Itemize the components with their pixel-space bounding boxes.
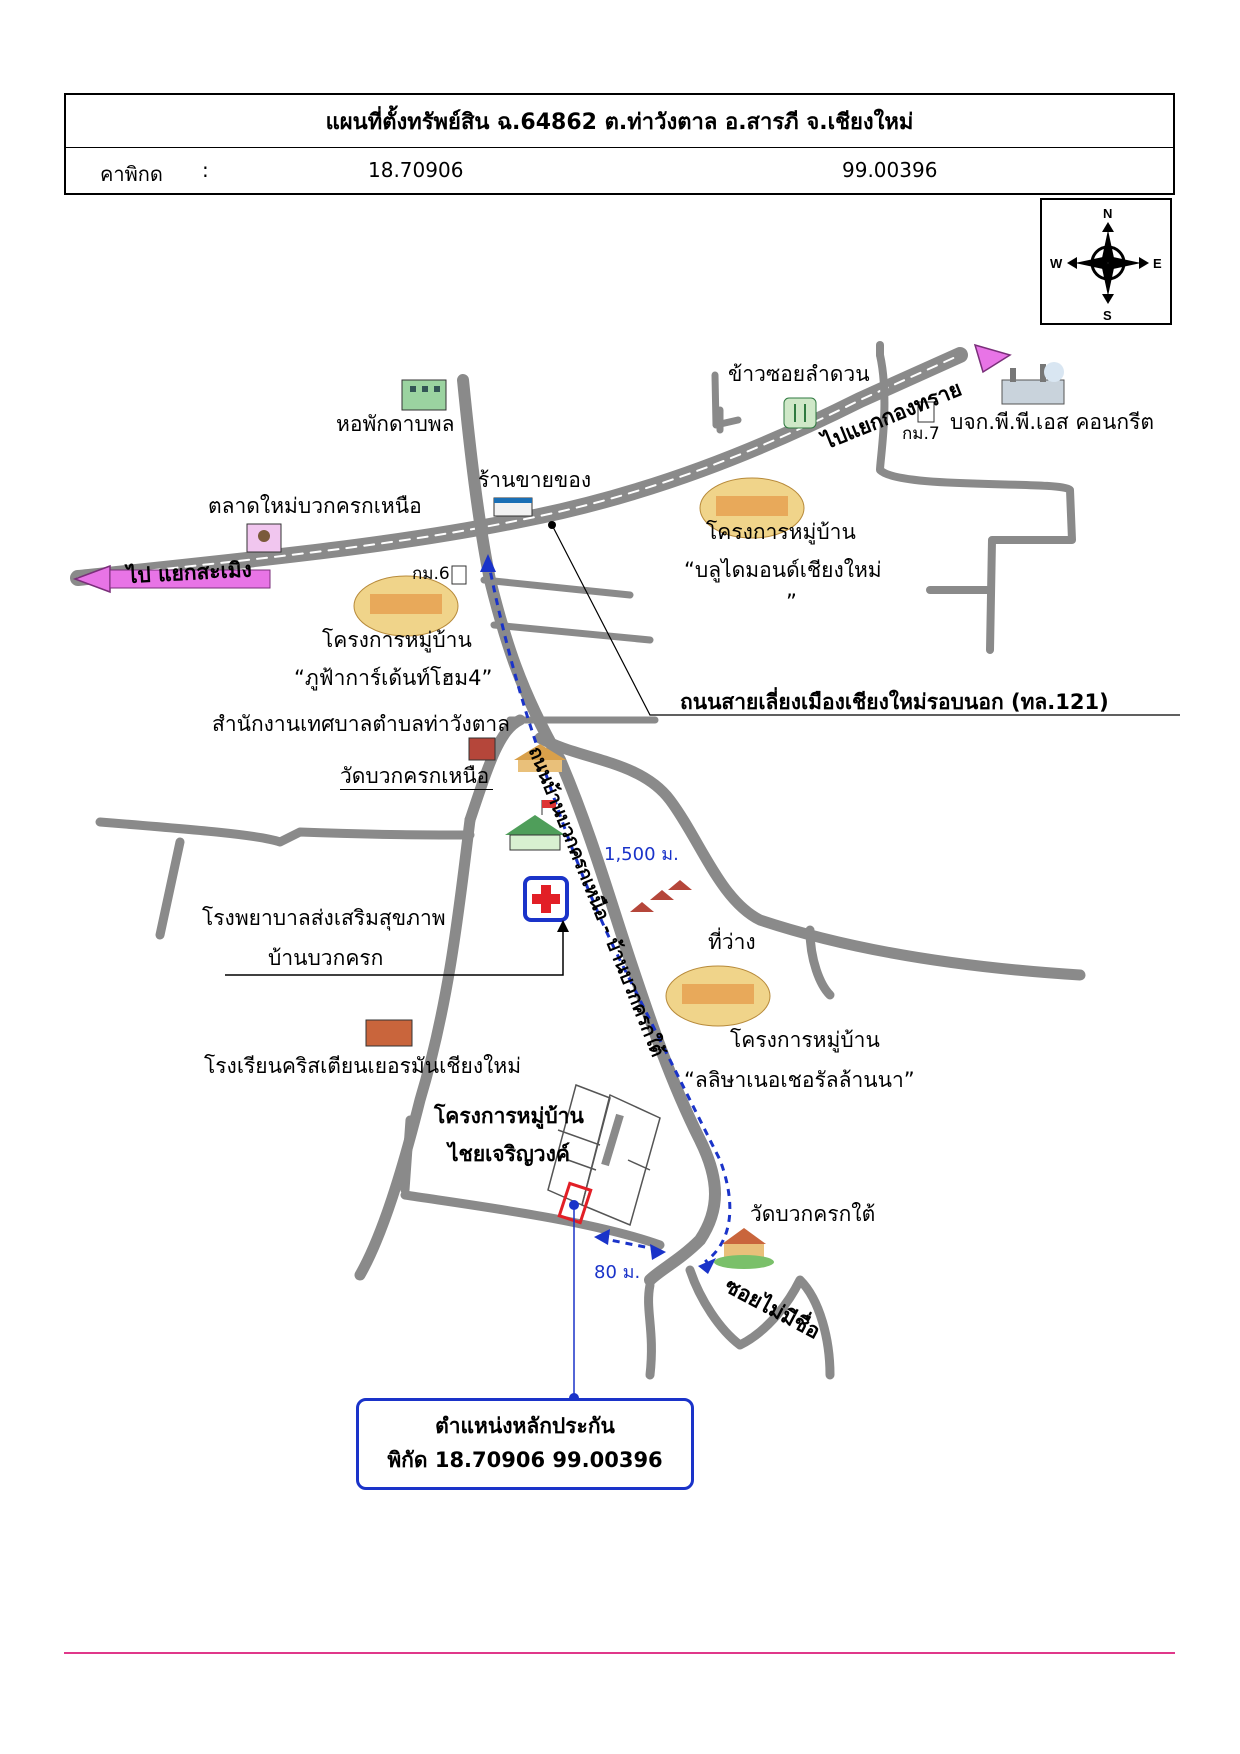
- wat-north-icon: [514, 744, 566, 772]
- vacant-land-label: ที่ว่าง: [708, 930, 756, 954]
- wat-south-label: วัดบวกครกใต้: [750, 1202, 876, 1226]
- municipality-label: สำนักงานเทศบาลตำบลท่าวังตาล: [212, 712, 511, 736]
- wat-south-icon: [714, 1228, 774, 1269]
- village-lalisa-icon: [665, 965, 771, 1027]
- shop-icon: [493, 497, 533, 517]
- compass-e: E: [1153, 256, 1162, 271]
- collateral-marker: [557, 1181, 593, 1225]
- collateral-callout: ตำแหน่งหลักประกัน พิกัด 18.70906 99.0039…: [356, 1398, 694, 1490]
- factory-icon: [1001, 362, 1065, 405]
- village-phufa-line1: โครงการหมู่บ้าน: [322, 628, 472, 652]
- thai-school-icon: [505, 800, 565, 851]
- km6-marker-icon: [451, 565, 467, 585]
- village-blue-line2: “บลูไดมอนด์เชียงใหม่: [684, 558, 882, 582]
- hospital-icon: [523, 876, 569, 922]
- distance-branch-label: 80 ม.: [594, 1262, 641, 1283]
- ring-road-label: ถนนสายเลี่ยงเมืองเชียงใหม่รอบนอก (ทล.121…: [680, 690, 1109, 714]
- distance-main-label: 1,500 ม.: [604, 844, 679, 865]
- route-dashed-line: [486, 559, 732, 1264]
- compass-w: W: [1050, 256, 1063, 271]
- market-icon: [246, 523, 282, 553]
- km6-label: กม.6: [412, 564, 450, 584]
- restaurant-icon: [783, 397, 817, 429]
- callout-coordinates: พิกัด 18.70906 99.00396: [387, 1448, 663, 1472]
- houses-icon: [630, 880, 692, 912]
- compass-s: S: [1103, 308, 1112, 323]
- wat-north-label: วัดบวกครกเหนือ: [340, 764, 494, 791]
- village-chai-line2: ไชยเจริญวงค์: [448, 1142, 570, 1166]
- dormitory-label: หอพักดาบพล: [336, 412, 455, 436]
- arrow-to-sa-moeng-icon: [72, 564, 271, 594]
- christian-school-label: โรงเรียนคริสเตียนเยอรมันเชียงใหม่: [204, 1054, 522, 1078]
- callout-title: ตำแหน่งหลักประกัน: [435, 1414, 615, 1439]
- coordinate-row: คาพิกด : 18.70906 99.00396: [66, 148, 1173, 194]
- coord-separator: :: [202, 158, 209, 182]
- latitude-value: 18.70906: [368, 158, 464, 182]
- arrow-to-kong-sai-icon: [973, 343, 1012, 374]
- village-chai-line1: โครงการหมู่บ้าน: [434, 1104, 584, 1128]
- village-phufa-icon: [353, 575, 459, 637]
- village-lalisa-line1: โครงการหมู่บ้าน: [730, 1028, 880, 1052]
- village-blue-line1: โครงการหมู่บ้าน: [706, 520, 856, 544]
- compass-rose: N S W E: [1040, 198, 1172, 325]
- dormitory-icon: [401, 379, 447, 411]
- compass-icon: N S W E: [1050, 206, 1162, 323]
- compass-n: N: [1103, 206, 1112, 221]
- hospital-line2: บ้านบวกครก: [268, 946, 384, 970]
- km7-label: กม.7: [902, 424, 940, 444]
- christian-school-icon: [365, 1019, 413, 1047]
- restaurant-label: ข้าวซอยลำดวน: [728, 362, 870, 386]
- footer-line: [64, 1652, 1175, 1654]
- ring-road-leader: [551, 524, 1180, 716]
- shop-label: ร้านขายของ: [478, 468, 592, 492]
- village-blue-icon: [699, 477, 805, 539]
- municipality-icon: [468, 737, 496, 761]
- km7-marker-icon: [917, 401, 935, 423]
- branch-dashed-line: [599, 1236, 661, 1252]
- village-lalisa-line2: “ลลิษาเนอเชอรัลล้านนา”: [684, 1068, 915, 1092]
- header-table: แผนที่ตั้งทรัพย์สิน ฉ.64862 ต.ท่าวังตาล …: [64, 93, 1175, 195]
- longitude-value: 99.00396: [842, 158, 938, 182]
- village-blue-line3: ”: [786, 590, 797, 614]
- village-phufa-line2: “ภูฟ้าการ์เด้นท์โฮม4”: [294, 666, 493, 690]
- concrete-company-label: บจก.พี.พี.เอส คอนกรีต: [950, 410, 1154, 434]
- chai-subdivision-plots: [547, 1084, 661, 1227]
- highway-centerline: [77, 354, 961, 579]
- to-sa-moeng-label: ไป แยกสะเมิง: [126, 557, 253, 588]
- market-label: ตลาดใหม่บวกครกเหนือ: [208, 494, 422, 518]
- coord-label: คาพิกด: [100, 162, 163, 186]
- hospital-line1: โรงพยาบาลส่งเสริมสุขภาพ: [202, 906, 446, 930]
- map-title: แผนที่ตั้งทรัพย์สิน ฉ.64862 ต.ท่าวังตาล …: [66, 95, 1173, 148]
